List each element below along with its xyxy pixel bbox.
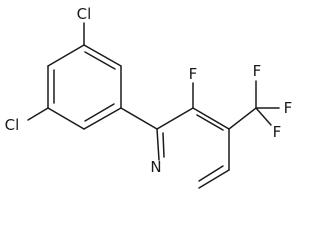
atom-n: N [150,158,161,176]
atom-cl-top: Cl [77,5,92,23]
pyridine-ring [156,107,230,189]
biaryl-bond [120,107,158,130]
trifluoromethyl-bonds [228,80,280,130]
atom-f-ring: F [189,65,198,83]
structure-diagram: Cl Cl F N F F F [4,5,293,189]
atom-cf3-f-right: F [284,99,293,117]
atom-cf3-f-top: F [253,62,262,80]
atom-cf3-f-bottom: F [273,123,282,141]
molecule-drawing: Cl Cl F N F F F [5,5,293,189]
atom-cl-left: Cl [5,116,20,134]
dichlorophenyl-ring [47,44,122,130]
bond-cl-left [27,107,49,121]
